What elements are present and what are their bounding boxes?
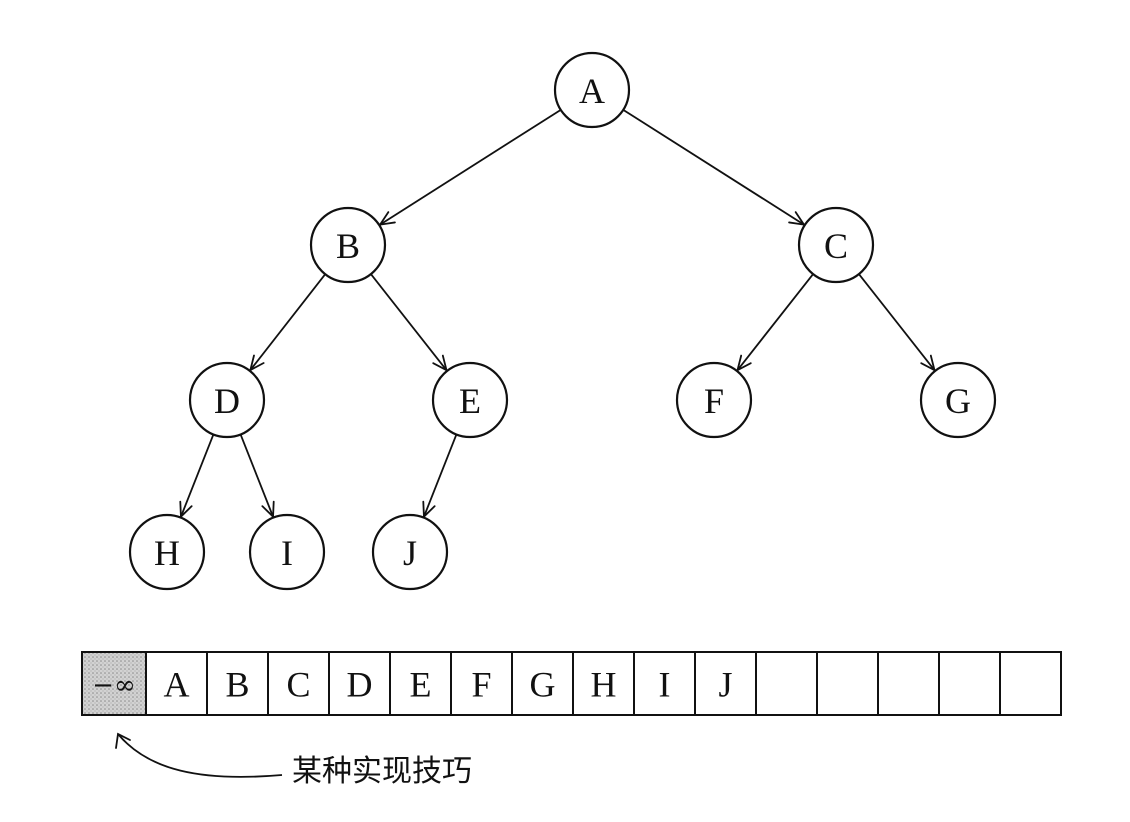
edge-C-G bbox=[858, 273, 936, 372]
array-cell: C bbox=[267, 651, 330, 716]
array-cell bbox=[999, 651, 1062, 716]
array-cell bbox=[877, 651, 940, 716]
array-cell: A bbox=[145, 651, 208, 716]
array-cell-label: I bbox=[659, 665, 671, 705]
edge-B-E bbox=[370, 273, 448, 372]
array-cell: J bbox=[694, 651, 757, 716]
array-cell bbox=[938, 651, 1001, 716]
array-cell-label: D bbox=[347, 665, 373, 705]
tree-node-label: D bbox=[214, 381, 240, 421]
tree-node-label: H bbox=[154, 533, 180, 573]
tree-node-d: D bbox=[188, 361, 266, 439]
tree-node-f: F bbox=[675, 361, 753, 439]
tree-nodes: A B C D E F G H I J bbox=[128, 51, 997, 591]
array-cell-label: A bbox=[164, 665, 190, 705]
array-cell: I bbox=[633, 651, 696, 716]
tree-node-j: J bbox=[371, 513, 449, 591]
tree-node-i: I bbox=[248, 513, 326, 591]
tree-node-c: C bbox=[797, 206, 875, 284]
array-cell: G bbox=[511, 651, 574, 716]
array-cell: F bbox=[450, 651, 513, 716]
array-cell: B bbox=[206, 651, 269, 716]
array-cell-label: F bbox=[471, 665, 491, 705]
array-cell-label: B bbox=[225, 665, 249, 705]
array-cell-sentinel: −∞ bbox=[81, 651, 147, 716]
tree-node-label: G bbox=[945, 381, 971, 421]
edge-D-I bbox=[239, 434, 275, 519]
tree-node-label: C bbox=[824, 226, 848, 266]
tree-node-label: J bbox=[403, 533, 417, 573]
tree-node-label: B bbox=[336, 226, 360, 266]
annotation-label: 某种实现技巧 bbox=[292, 754, 472, 789]
tree-node-h: H bbox=[128, 513, 206, 591]
tree-node-label: A bbox=[579, 71, 605, 111]
tree-node-b: B bbox=[309, 206, 387, 284]
array-cell bbox=[816, 651, 879, 716]
tree-node-label: I bbox=[281, 533, 293, 573]
sentinel-label: −∞ bbox=[92, 671, 135, 701]
edge-A-B bbox=[378, 109, 562, 226]
edge-A-C bbox=[622, 109, 806, 226]
edge-D-H bbox=[179, 434, 215, 519]
array-cell-label: J bbox=[718, 665, 732, 705]
tree-node-a: A bbox=[553, 51, 631, 129]
array-cell: E bbox=[389, 651, 452, 716]
array-cell bbox=[755, 651, 818, 716]
array-cell-label: H bbox=[591, 665, 617, 705]
array-cell-label: G bbox=[530, 665, 556, 705]
array-cell: D bbox=[328, 651, 391, 716]
edge-E-J bbox=[422, 434, 458, 519]
tree-node-e: E bbox=[431, 361, 509, 439]
array-cell: H bbox=[572, 651, 635, 716]
edge-B-D bbox=[249, 273, 326, 372]
annotation-arrow bbox=[115, 732, 283, 778]
edge-C-F bbox=[736, 273, 814, 372]
tree-node-g: G bbox=[919, 361, 997, 439]
array-cell-label: E bbox=[410, 665, 432, 705]
tree-edges bbox=[179, 109, 936, 519]
tree-node-label: F bbox=[704, 381, 724, 421]
tree-node-label: E bbox=[459, 381, 481, 421]
array-cell-label: C bbox=[286, 665, 310, 705]
